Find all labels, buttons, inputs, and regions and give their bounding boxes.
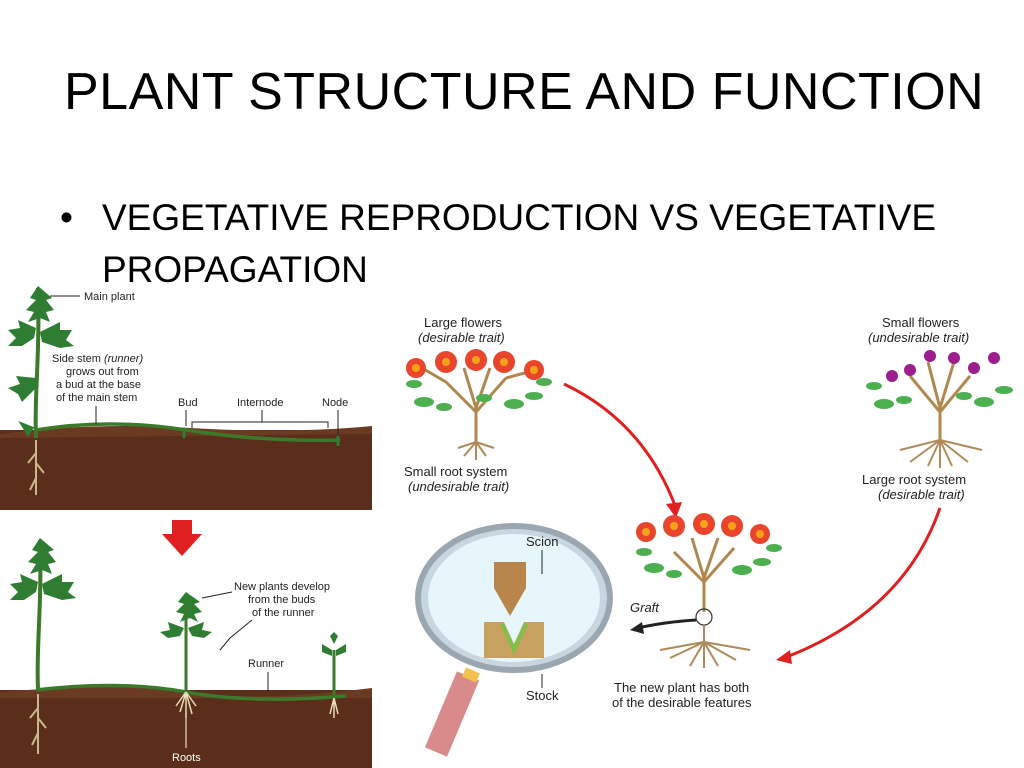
bullet-line-1: VEGETATIVE REPRODUCTION VS VEGETATIVE bbox=[102, 197, 936, 238]
label-result-1: The new plant has both bbox=[614, 680, 749, 695]
label-roots: Roots bbox=[172, 752, 201, 764]
label-main-plant: Main plant bbox=[84, 291, 135, 303]
runner-diagram: Main plant Side stem (runner) grows out … bbox=[0, 286, 372, 768]
label-large-flowers: Large flowers bbox=[424, 315, 503, 330]
down-arrow bbox=[162, 520, 202, 556]
arrow-flowers-to-new bbox=[563, 382, 678, 509]
label-result-2: of the desirable features bbox=[612, 695, 752, 710]
graft-diagram: Large flowers (desirable trait) Small ro… bbox=[404, 315, 1013, 757]
label-new-plants-1: New plants develop bbox=[234, 581, 330, 593]
bullet-dot: • bbox=[60, 197, 73, 238]
slide-title: PLANT STRUCTURE AND FUNCTION bbox=[64, 63, 985, 121]
magnifying-glass-icon bbox=[415, 523, 613, 757]
label-small-root: Small root system bbox=[404, 464, 507, 479]
new-grafted-plant bbox=[636, 513, 782, 668]
label-new-plants-2: from the buds bbox=[248, 594, 316, 606]
label-stock: Stock bbox=[526, 688, 559, 703]
label-runner: Runner bbox=[248, 658, 284, 670]
large-flower-plant bbox=[406, 349, 552, 460]
label-side-stem-2: grows out from bbox=[66, 366, 139, 378]
label-new-plants-3: of the runner bbox=[252, 607, 315, 619]
label-bud: Bud bbox=[178, 397, 198, 409]
label-internode: Internode bbox=[237, 397, 283, 409]
label-node: Node bbox=[322, 397, 348, 409]
arrow-roots-to-new bbox=[783, 507, 942, 660]
bullet-line-2: PROPAGATION bbox=[102, 249, 368, 290]
main-plant-leaves bbox=[8, 286, 74, 402]
label-side-stem: Side stem (runner) bbox=[52, 353, 143, 365]
label-scion: Scion bbox=[526, 534, 559, 549]
label-side-stem-3: a bud at the base bbox=[56, 379, 141, 391]
label-side-stem-4: of the main stem bbox=[56, 392, 137, 404]
label-graft: Graft bbox=[630, 600, 660, 615]
runner-stem-top bbox=[35, 422, 341, 443]
label-large-root: Large root system bbox=[862, 472, 966, 487]
label-large-root-trait: (desirable trait) bbox=[878, 487, 965, 502]
small-flower-plant bbox=[866, 350, 1013, 468]
label-small-root-trait: (undesirable trait) bbox=[408, 479, 509, 494]
label-large-flowers-trait: (desirable trait) bbox=[418, 330, 505, 345]
label-small-flowers: Small flowers bbox=[882, 315, 960, 330]
soil-top bbox=[0, 430, 372, 510]
label-small-flowers-trait: (undesirable trait) bbox=[868, 330, 969, 345]
